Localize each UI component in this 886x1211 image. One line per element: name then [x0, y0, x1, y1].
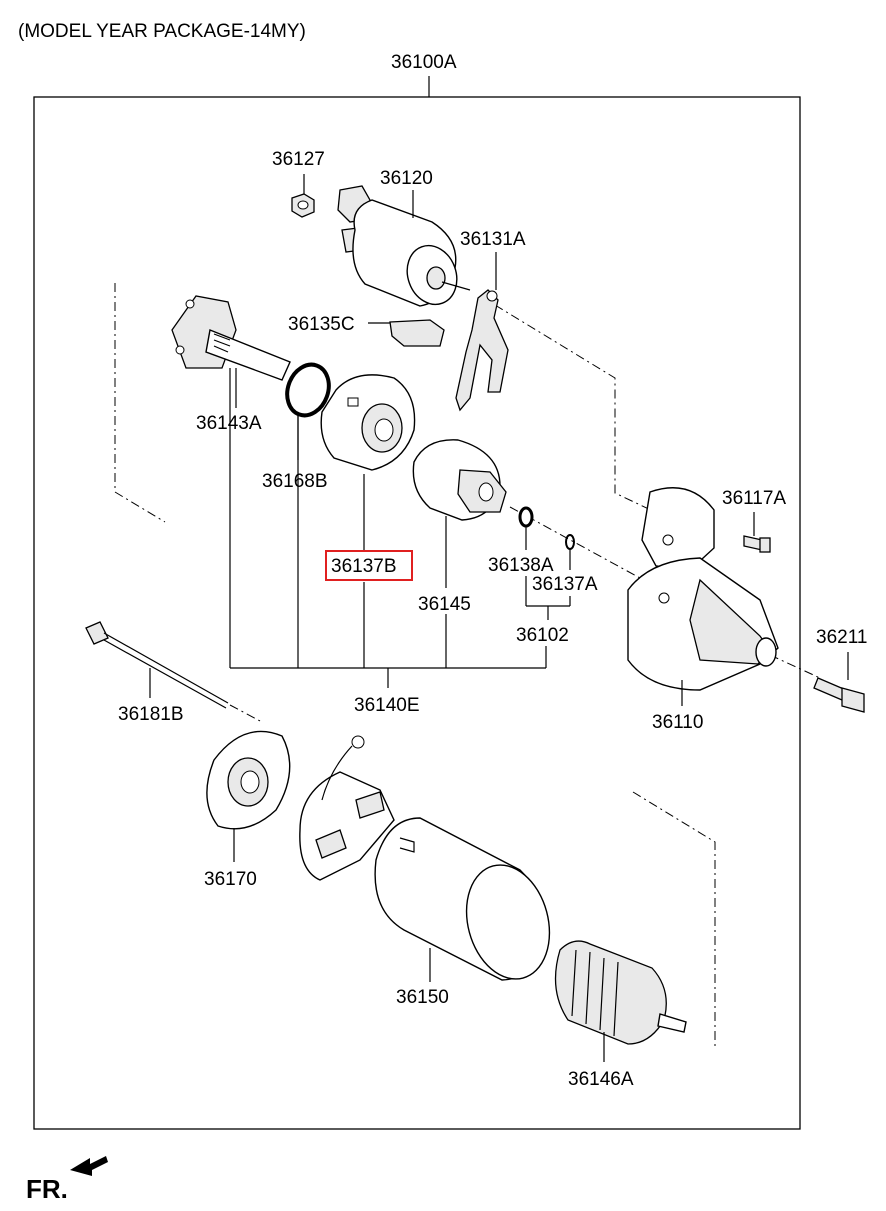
- armature-36146A-icon[interactable]: [554, 940, 687, 1045]
- label-36110[interactable]: 36110: [652, 712, 703, 733]
- rear-cover-36170-icon[interactable]: [206, 730, 291, 830]
- yoke-36150-icon[interactable]: [374, 817, 562, 988]
- through-bolt-36181B-icon[interactable]: [85, 621, 229, 709]
- brush-holder-icon: [299, 735, 395, 881]
- washer-36138A-icon[interactable]: [518, 506, 534, 528]
- label-36150[interactable]: 36150: [396, 987, 449, 1008]
- label-36170[interactable]: 36170: [204, 869, 257, 890]
- label-36117A[interactable]: 36117A: [722, 488, 786, 509]
- label-36146A[interactable]: 36146A: [568, 1069, 634, 1090]
- assembly-label-36100A[interactable]: 36100A: [391, 52, 457, 73]
- plate-36135C-icon[interactable]: [389, 319, 445, 347]
- label-36127[interactable]: 36127: [272, 149, 325, 170]
- label-36138A[interactable]: 36138A: [488, 555, 554, 576]
- bolt-36117A-icon[interactable]: [743, 535, 771, 553]
- bolt-36211-icon[interactable]: [813, 677, 865, 713]
- shift-lever-36131A-icon[interactable]: [455, 289, 509, 412]
- front-direction-label: FR.: [26, 1174, 68, 1204]
- solenoid-36120-icon[interactable]: [337, 185, 471, 311]
- label-36211[interactable]: 36211: [816, 627, 867, 648]
- label-36137A[interactable]: 36137A: [532, 574, 598, 595]
- label-36145[interactable]: 36145: [418, 594, 471, 615]
- label-36131A[interactable]: 36131A: [460, 229, 526, 250]
- nut-36127-icon[interactable]: [291, 193, 315, 218]
- leader-lines: [149, 174, 849, 1062]
- label-36137B[interactable]: 36137B: [331, 556, 397, 577]
- front-housing-36110-icon[interactable]: [627, 487, 779, 691]
- shaft-36143A-icon[interactable]: [171, 295, 291, 381]
- label-36102[interactable]: 36102: [516, 625, 569, 646]
- clip-36137A-icon[interactable]: [565, 534, 575, 550]
- assembly-frame: [33, 96, 801, 1130]
- highlight-box-36137B: [325, 550, 413, 581]
- label-36143A[interactable]: 36143A: [196, 413, 262, 434]
- label-36135C[interactable]: 36135C: [288, 314, 355, 335]
- label-36168B[interactable]: 36168B: [262, 471, 328, 492]
- gasket-36168B-icon[interactable]: [280, 359, 335, 422]
- model-year-title: (MODEL YEAR PACKAGE-14MY): [18, 21, 306, 42]
- overrunning-clutch-36145-icon[interactable]: [412, 439, 507, 521]
- gear-housing-36137B-icon[interactable]: [320, 374, 416, 471]
- label-36140E[interactable]: 36140E: [354, 695, 420, 716]
- front-direction-arrow-icon: [70, 1156, 108, 1176]
- label-36120[interactable]: 36120: [380, 168, 433, 189]
- label-36181B[interactable]: 36181B: [118, 704, 184, 725]
